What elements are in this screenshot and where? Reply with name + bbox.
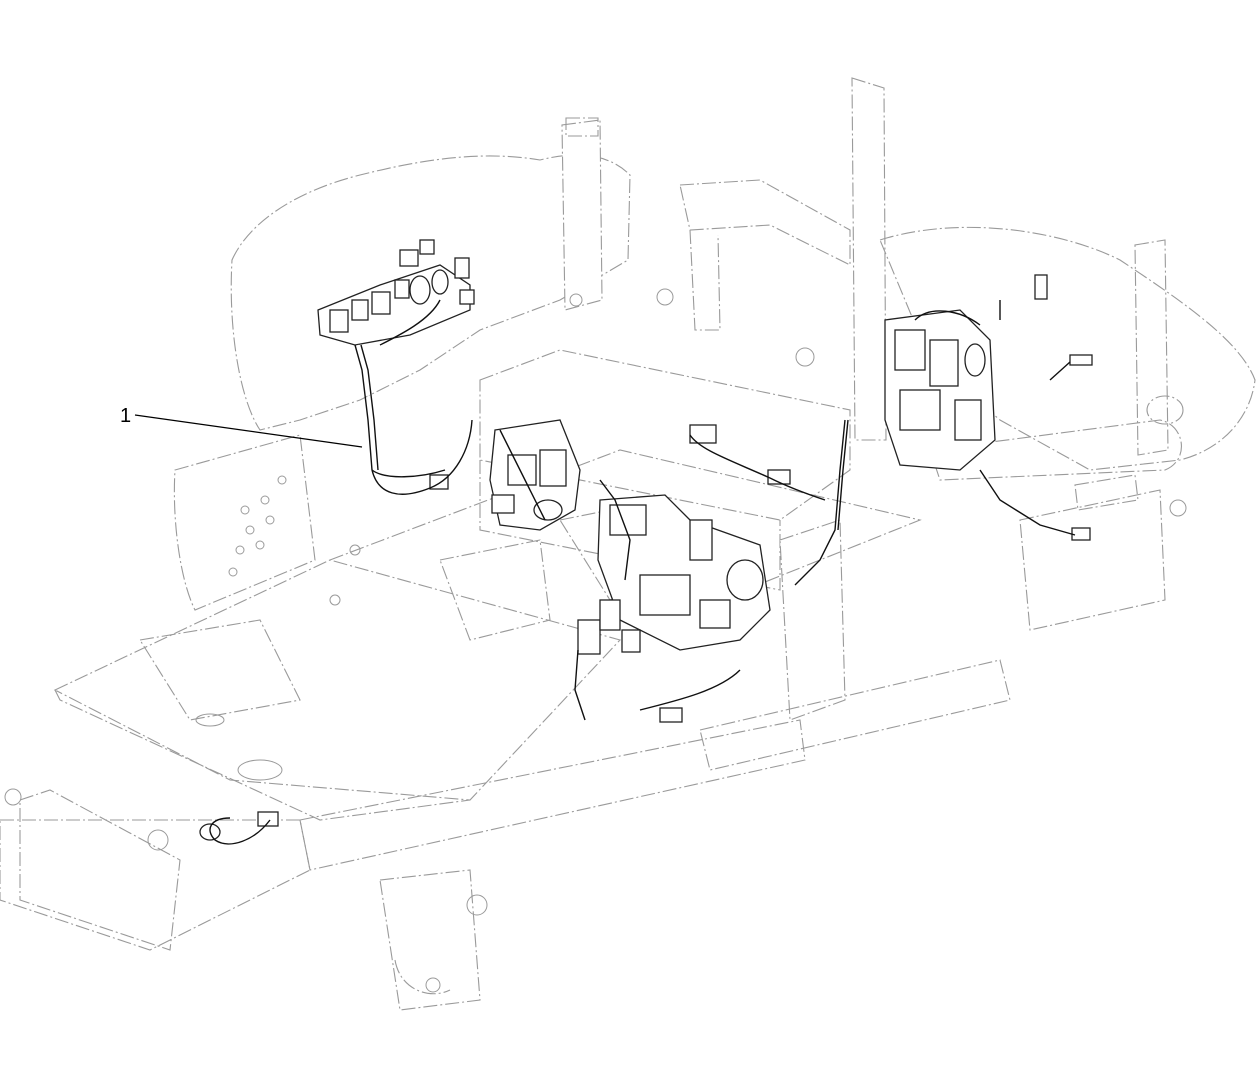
engine-block-right	[884, 309, 996, 471]
callout-1: 1	[120, 405, 363, 448]
hydraulic-pump-center	[597, 494, 771, 651]
connector-clips	[199, 274, 1093, 841]
solenoid-valve-block	[317, 239, 475, 346]
wire-harness	[209, 299, 1076, 845]
hydraulic-pump-left	[489, 419, 581, 531]
callout-number: 1	[120, 405, 131, 427]
callout-leader-line	[134, 414, 363, 448]
